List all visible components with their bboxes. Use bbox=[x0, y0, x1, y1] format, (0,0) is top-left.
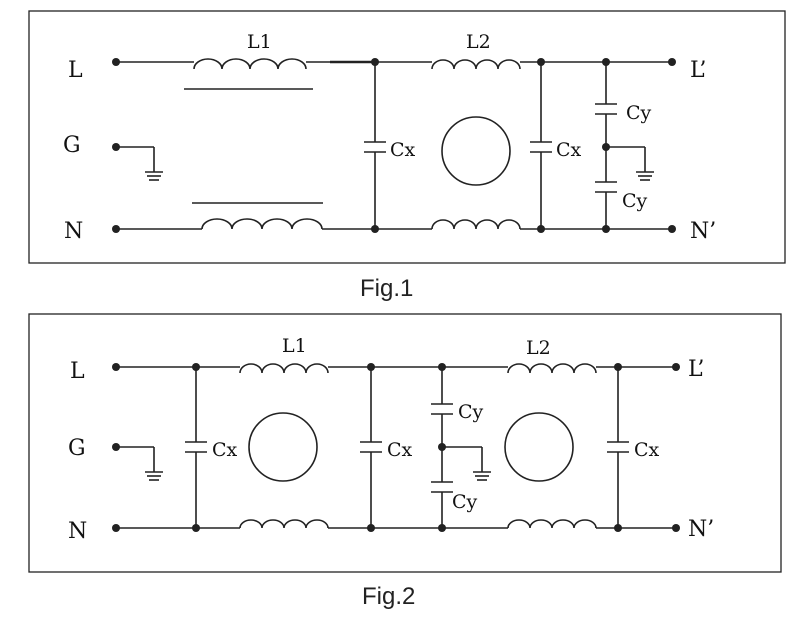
fig1-caption: Fig.1 bbox=[360, 275, 413, 302]
fig2-core-circle-2 bbox=[504, 412, 574, 482]
fig2-caption: Fig.2 bbox=[362, 583, 415, 610]
fig2-inductor-l2-top bbox=[507, 363, 597, 374]
fig1-cy-bottom-label: Cy bbox=[622, 190, 648, 212]
fig2-terminal-g: G bbox=[68, 436, 86, 461]
fig2-diagram: L G N L’ N’ L1 L2 bbox=[28, 313, 782, 573]
fig2-terminal-n-out: N’ bbox=[688, 517, 714, 542]
fig2-frame bbox=[28, 313, 782, 573]
fig2-terminal-n: N bbox=[68, 519, 87, 544]
fig2-ground-g bbox=[116, 446, 163, 481]
fig2-inductor-l1-label: L1 bbox=[282, 335, 307, 357]
fig2-capacitor-cy-pair bbox=[431, 367, 491, 528]
fig2-inductor-l1-bottom bbox=[239, 519, 329, 529]
fig1-inductor-l1-bottom bbox=[201, 218, 323, 230]
fig1-core-circle bbox=[441, 116, 511, 186]
fig1-line-n bbox=[116, 218, 672, 230]
fig2-line-n bbox=[116, 519, 676, 529]
fig1-capacitor-cy-pair bbox=[595, 62, 654, 229]
fig1-inductor-l2-top bbox=[431, 59, 521, 70]
fig2-capacitor-cx-c bbox=[607, 367, 629, 528]
fig1-frame bbox=[28, 10, 786, 264]
fig2-cy-bottom-label: Cy bbox=[452, 491, 478, 513]
fig2-inductor-l1-top bbox=[239, 363, 329, 374]
fig2-cy-top-label: Cy bbox=[458, 401, 484, 423]
fig1-capacitor-cx-b bbox=[530, 62, 552, 229]
fig1-terminal-l: L bbox=[68, 58, 83, 83]
fig1-inductor-l2-label: L2 bbox=[466, 31, 491, 53]
fig1-cx-b-label: Cx bbox=[556, 139, 582, 161]
fig2-core-circle-1 bbox=[248, 412, 318, 482]
fig1-cy-top-label: Cy bbox=[626, 102, 652, 124]
fig1-terminal-l-out: L’ bbox=[690, 58, 706, 83]
fig1-inductor-l1-label: L1 bbox=[247, 31, 272, 53]
fig2-inductor-l2-label: L2 bbox=[526, 337, 551, 359]
fig2-terminal-l: L bbox=[70, 359, 85, 384]
fig2-cx-b-label: Cx bbox=[387, 439, 413, 461]
fig2-capacitor-cx-b bbox=[360, 367, 382, 528]
fig1-terminal-g: G bbox=[63, 133, 81, 158]
fig1-inductor-l1-top bbox=[193, 58, 307, 70]
fig1-ground-g bbox=[116, 146, 163, 181]
fig1-capacitor-cx-a bbox=[364, 62, 386, 229]
fig1-cx-a-label: Cx bbox=[390, 139, 416, 161]
fig2-capacitor-cx-a bbox=[185, 367, 207, 528]
fig1-junction-dots bbox=[112, 58, 676, 233]
fig1-diagram: L G N L’ N’ L1 L2 bbox=[28, 10, 786, 264]
fig2-cx-a-label: Cx bbox=[212, 439, 238, 461]
fig2-inductor-l2-bottom bbox=[507, 519, 597, 529]
fig2-line-l bbox=[116, 363, 676, 374]
fig1-inductor-l2-bottom bbox=[431, 219, 521, 230]
fig1-line-l bbox=[116, 58, 672, 70]
fig2-cx-c-label: Cx bbox=[634, 439, 660, 461]
fig2-terminal-l-out: L’ bbox=[688, 357, 704, 382]
fig1-terminal-n: N bbox=[64, 219, 83, 244]
fig2-junction-dots bbox=[112, 363, 680, 532]
fig1-terminal-n-out: N’ bbox=[690, 219, 716, 244]
